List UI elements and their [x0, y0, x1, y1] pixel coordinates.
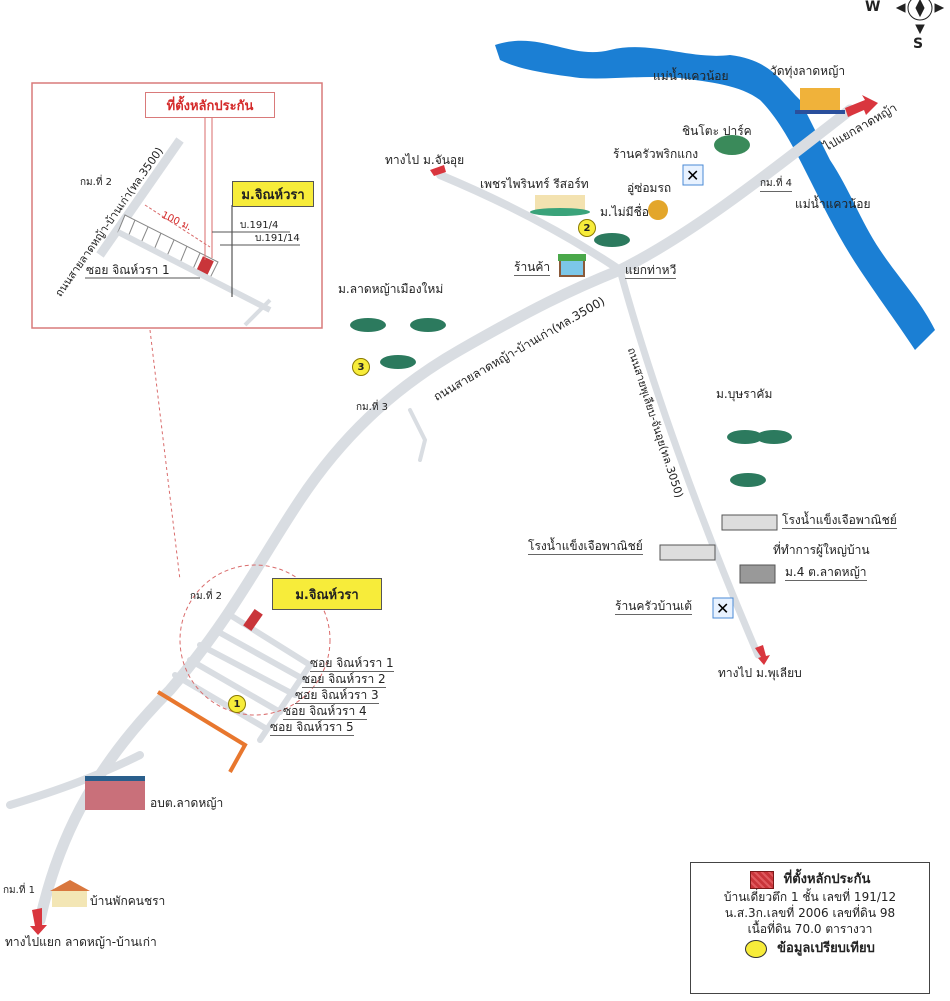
label-soi-4: ซอย จิณห์วรา 4 [283, 704, 367, 720]
restaurant-icon-1: ✕ [682, 164, 704, 186]
label-tao-office: อบต.ลาดหญ้า [150, 796, 224, 810]
side-road-west [436, 171, 624, 274]
arrow-to-bankao [30, 908, 47, 935]
label-resort: เพชรไพรินทร์ รีสอร์ท [480, 177, 589, 191]
inset-leader [149, 329, 181, 581]
label-temple: วัดทุ่งลาดหญ้า [770, 64, 846, 78]
label-km-2: กม.ที่ 2 [190, 591, 222, 602]
label-soi-2: ซอย จิณห์วรา 2 [302, 672, 386, 688]
soi-roads [172, 612, 313, 743]
comparison-marker-3[interactable]: 3 [352, 358, 370, 376]
side-road-south [616, 266, 762, 659]
compass-icon [895, 0, 945, 35]
label-junction: แยกท่าหวี [625, 263, 677, 279]
legend-line-1: บ้านเดี่ยวตึก 1 ชั้น เลขที่ 191/12 [723, 890, 897, 904]
temple-icon [795, 88, 845, 114]
tao-office-icon [85, 776, 145, 810]
label-shop: ร้านค้า [514, 260, 551, 276]
inset-village-label: ม.จิณห์วรา [232, 181, 314, 207]
label-to-chanud: ทางไป ม.จันอุย [385, 153, 465, 167]
label-soi-3: ซอย จิณห์วรา 3 [295, 688, 379, 704]
restaurant-icon-2: ✕ [712, 597, 734, 619]
label-restaurant-1: ร้านครัวพริกแกง [613, 147, 699, 161]
arrow-to-chanud [430, 165, 446, 176]
comparison-legend-circle [745, 939, 768, 958]
label-village-2: ม.ไม่มีชื่อ [600, 205, 649, 219]
collateral-lot-inset [196, 256, 214, 276]
label-restaurant-2: ร้านครัวบ้านเต้ [615, 599, 693, 615]
label-km-4: กม.ที่ 4 [760, 179, 792, 192]
label-km-3: กม.ที่ 3 [356, 402, 388, 413]
arrow-to-junction [845, 95, 878, 117]
comparison-marker-2[interactable]: 2 [578, 219, 596, 237]
label-to-ladya-bankao: ทางไปแยก ลาดหญ้า-บ้านเก่า [5, 935, 157, 949]
inset-lot-a: บ.191/4 [240, 220, 279, 231]
label-village-3: ม.ลาดหญ้าเมืองใหม่ [338, 282, 444, 296]
legend-comparison: ข้อมูลเปรียบเทียบ [777, 940, 875, 956]
legend-line-2: น.ส.3ก.เลขที่ 2006 เลขที่ดิน 98 [724, 906, 896, 921]
small-road [408, 408, 428, 462]
label-soi-5: ซอย จิณห์วรา 5 [270, 720, 354, 736]
park-icon [714, 135, 750, 155]
inset-title: ที่ตั้งหลักประกัน [145, 92, 275, 118]
ice-factory-icons [659, 514, 778, 561]
label-ice-factory-1: โรงน้ำแข็งเจือพาณิชย์ [782, 513, 897, 529]
inset-soi-label: ซอย จิณห์วรา 1 [86, 263, 170, 277]
village-icons [350, 233, 792, 487]
elderly-home-icon [50, 880, 90, 907]
label-ice-factory-2: โรงน้ำแข็งเจือพาณิชย์ [528, 539, 643, 555]
label-soi-1: ซอย จิณห์วรา 1 [310, 656, 394, 672]
label-garage: อู่ซ่อมรถ [627, 181, 672, 195]
resort-icon [530, 195, 590, 216]
legend-collateral: ที่ตั้งหลักประกัน [783, 872, 871, 888]
collateral-legend-swatch [749, 871, 774, 889]
main-road [34, 104, 856, 926]
river [495, 40, 935, 350]
focus-circle [179, 564, 331, 716]
orange-road [156, 690, 248, 773]
legend-line-3: เนื้อที่ดิน 70.0 ตารางวา [747, 922, 873, 937]
compass-west: W [865, 0, 881, 15]
compass-south: S [913, 36, 924, 52]
collateral-lot [243, 608, 263, 632]
shop-icon [558, 254, 586, 277]
svg-text:✕: ✕ [716, 599, 729, 618]
label-park: ชินโตะ ปาร์ค [682, 124, 752, 138]
label-to-phuliap: ทางไป ม.พุเลียบ [718, 666, 802, 680]
arrow-to-phuliap [755, 645, 770, 665]
label-headman-office-2: ม.4 ต.ลาดหญ้า [785, 565, 867, 581]
label-elderly-home: บ้านพักคนชรา [90, 894, 166, 908]
garage-icon [648, 200, 668, 220]
legend: ที่ตั้งหลักประกัน บ้านเดี่ยวตึก 1 ชั้น เ… [690, 862, 930, 994]
branch-road [6, 751, 144, 809]
label-km-1: กม.ที่ 1 [3, 885, 35, 896]
label-river-top: แม่น้ำแควน้อย [653, 69, 729, 83]
svg-text:✕: ✕ [686, 166, 699, 185]
label-village-bunrakam: ม.บุษราคัม [716, 387, 773, 401]
label-headman-office-1: ที่ทำการผู้ใหญ่บ้าน [773, 543, 870, 557]
comparison-marker-1[interactable]: 1 [228, 695, 246, 713]
label-river-bottom: แม่น้ำแควน้อย [795, 197, 871, 211]
inset-lot-b: บ.191/14 [255, 233, 300, 244]
inset-km-marker: กม.ที่ 2 [80, 177, 112, 188]
village-main-label: ม.จิณห์วรา [272, 578, 382, 610]
headman-office-icon [739, 564, 776, 584]
